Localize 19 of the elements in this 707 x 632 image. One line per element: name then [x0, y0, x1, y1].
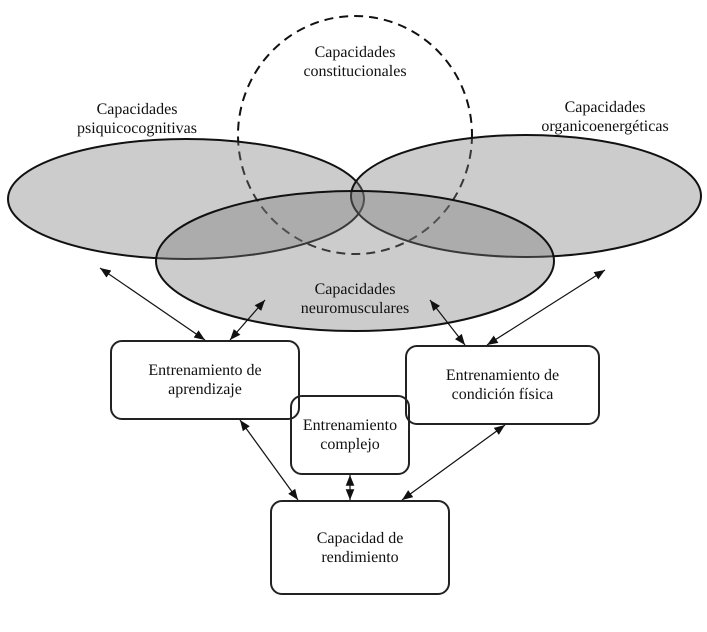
node-label: Capacidades organicoenergéticas — [540, 98, 670, 136]
double-arrow — [430, 300, 466, 346]
double-arrow — [240, 420, 298, 500]
node-label: Entrenamiento complejo — [302, 416, 398, 454]
rounded-box — [290, 395, 410, 475]
rounded-box — [405, 345, 600, 425]
node-label: Capacidad de rendimiento — [316, 528, 404, 566]
double-arrow — [402, 424, 506, 500]
double-arrow — [100, 268, 206, 340]
node-label: Capacidades constitucionales — [302, 43, 408, 81]
double-arrow — [230, 300, 266, 340]
node-label: Entrenamiento de aprendizaje — [147, 361, 263, 399]
node-label: Capacidades psiquicocognitivas — [76, 100, 198, 138]
node-label: Capacidades neuromusculares — [300, 280, 410, 318]
node-label: Entrenamiento de condición física — [444, 366, 560, 404]
double-arrow — [346, 475, 354, 500]
rounded-box — [110, 340, 300, 420]
double-arrow — [486, 270, 606, 346]
rounded-box — [270, 500, 450, 595]
